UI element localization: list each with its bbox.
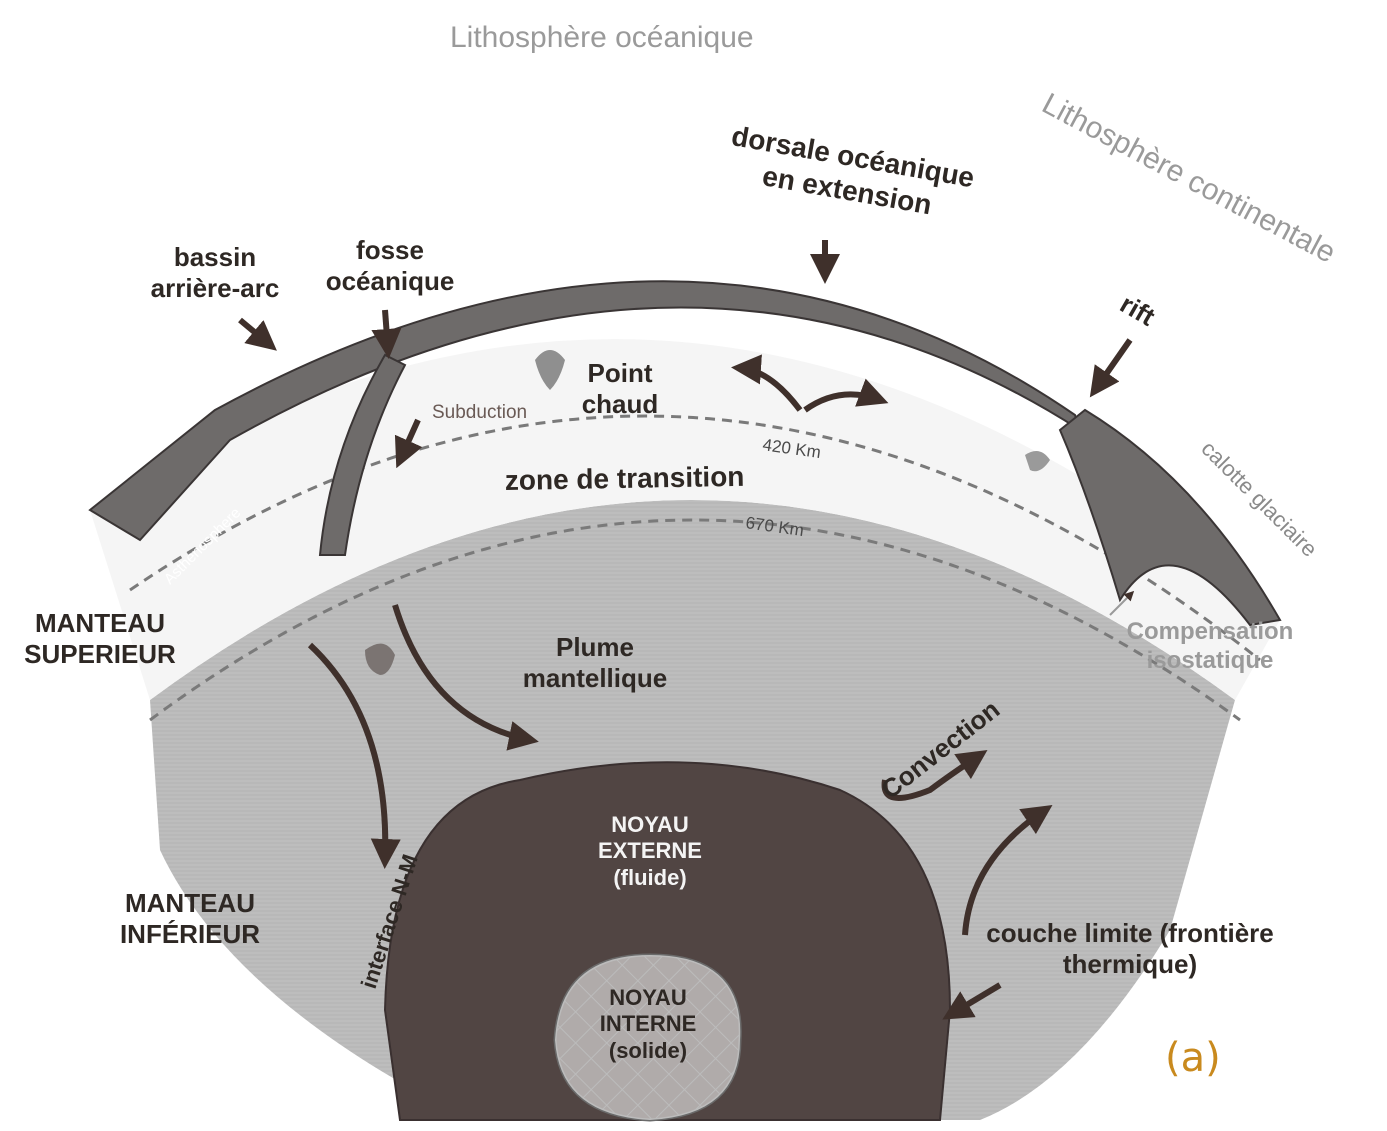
lithosphere-continentale-label: Lithosphère continentale bbox=[1037, 87, 1341, 270]
panel-label: (a) bbox=[1165, 1035, 1221, 1081]
manteau-inferieur-label: MANTEAU INFÉRIEUR bbox=[105, 888, 275, 950]
manteau-superieur-label: MANTEAU SUPERIEUR bbox=[10, 608, 190, 670]
plume-label: Plume mantellique bbox=[500, 632, 690, 694]
subduction-label: Subduction bbox=[432, 402, 527, 425]
bassin-label: bassin arrière-arc bbox=[130, 242, 300, 304]
arrow-bassin bbox=[240, 320, 270, 345]
couche-limite-label: couche limite (frontière thermique) bbox=[975, 918, 1285, 980]
noyau-interne-label: NOYAU INTERNE (solide) bbox=[573, 985, 723, 1064]
arrow-rift bbox=[1095, 340, 1130, 390]
noyau-externe-label: NOYAU EXTERNE (fluide) bbox=[570, 812, 730, 891]
arrow-fosse bbox=[385, 310, 388, 350]
compensation-label: Compensation isostatique bbox=[1105, 618, 1315, 676]
point-chaud-label: Point chaud bbox=[565, 358, 675, 420]
lithosphere-oceanique-label: Lithosphère océanique bbox=[450, 20, 754, 56]
fosse-label: fosse océanique bbox=[310, 235, 470, 297]
zone-transition-label: zone de transition bbox=[505, 461, 745, 496]
